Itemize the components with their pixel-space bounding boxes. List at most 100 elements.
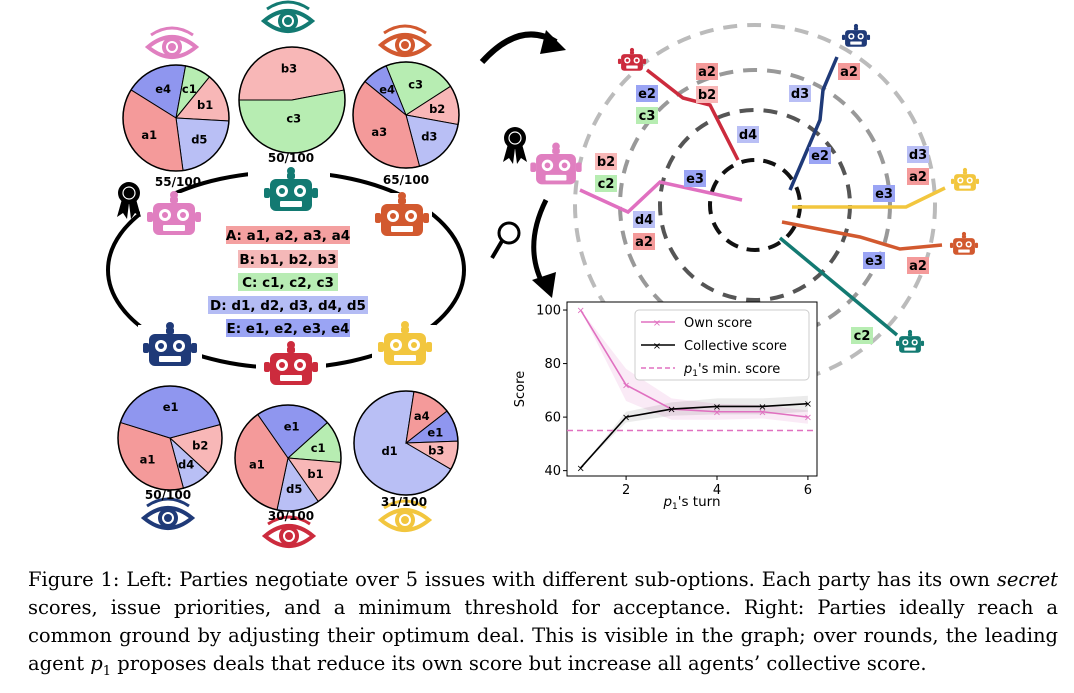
pie-slice-label: b1 xyxy=(307,467,323,481)
deal-label: e2 xyxy=(638,87,656,102)
robot-icon xyxy=(950,167,980,191)
trajectory-line xyxy=(778,236,899,337)
pie-slice-label: d5 xyxy=(191,133,207,147)
medal-icon xyxy=(116,181,142,220)
pie-slice-label: c1 xyxy=(311,441,326,455)
y-axis-label: Score xyxy=(513,371,528,407)
trajectory-line xyxy=(788,56,839,191)
data-point: × xyxy=(758,407,766,418)
deal-label: c2 xyxy=(598,177,615,192)
robot-icon xyxy=(841,23,871,47)
legend-marker: × xyxy=(653,318,661,329)
data-point: × xyxy=(576,463,584,474)
right-panel: a2 b2 e2 c3 d4 b2 c2 e3 d4 a2 a2 d3 e2 d… xyxy=(490,23,980,512)
caption-emphasis: secret xyxy=(996,568,1058,591)
eye-icon xyxy=(379,24,431,57)
legend-collective-score: Collective score xyxy=(684,339,787,354)
deal-label: a2 xyxy=(698,65,716,80)
data-point: × xyxy=(713,407,721,418)
pie-slice-label: a4 xyxy=(414,409,430,423)
x-tick-label: 4 xyxy=(713,483,721,498)
pie-outline xyxy=(122,64,230,172)
min-score-label: 30/100 xyxy=(268,509,314,523)
pie-outline xyxy=(117,385,223,491)
pie-slice-label: b1 xyxy=(197,98,213,112)
x-axis-label: p1's turn xyxy=(662,494,720,512)
pie-slice-label: d1 xyxy=(381,444,397,458)
deal-label: b2 xyxy=(597,155,615,170)
deal-label: e3 xyxy=(686,172,704,187)
deal-label: d4 xyxy=(739,128,757,143)
caption-math: p xyxy=(90,652,103,675)
pie-slice-label: a1 xyxy=(141,128,157,142)
deal-label: d3 xyxy=(909,148,927,163)
robot-icon xyxy=(949,231,979,255)
deal-label: b2 xyxy=(698,88,716,103)
option-e: E: e1, e2, e3, e4 xyxy=(226,321,349,337)
pie-slice-label: e1 xyxy=(284,419,300,433)
caption-text: proposes deals that reduce its own score… xyxy=(117,652,927,675)
deal-label: a2 xyxy=(840,65,858,80)
pie-slice-label: a1 xyxy=(249,457,265,471)
caption-label: Figure 1: xyxy=(28,568,120,591)
curved-arrow-icon xyxy=(479,30,566,65)
data-point: × xyxy=(667,405,675,416)
trajectory-line xyxy=(792,186,946,209)
data-point: × xyxy=(622,380,630,391)
eye-icon xyxy=(262,0,314,33)
y-tick-label: 60 xyxy=(544,411,561,426)
caption-math-sub: 1 xyxy=(102,663,112,679)
pie-outline xyxy=(238,46,346,154)
pie-slice-label: d5 xyxy=(286,482,302,496)
data-point: × xyxy=(804,413,812,424)
deal-label: e3 xyxy=(875,187,893,202)
data-point: × xyxy=(622,413,630,424)
legend-min-score: p1's min. score xyxy=(683,362,780,379)
magnifier-icon xyxy=(490,221,521,260)
pie-slice-label: c3 xyxy=(286,111,301,125)
pie-slice-label: c3 xyxy=(408,78,423,92)
deal-label: a2 xyxy=(909,259,927,274)
deal-label: c3 xyxy=(639,109,656,124)
robot-icon xyxy=(530,142,582,185)
data-point: × xyxy=(758,402,766,413)
pie-slice-label: b3 xyxy=(428,444,444,458)
min-score-label: 50/100 xyxy=(268,151,314,165)
min-score-label: 50/100 xyxy=(145,488,191,502)
collective-score-confidence-band xyxy=(580,395,808,468)
x-tick-label: 2 xyxy=(622,483,630,498)
series-line xyxy=(580,402,808,469)
pie-outline xyxy=(352,61,460,169)
pie-slice-label: e4 xyxy=(379,82,395,96)
deal-label: d4 xyxy=(635,213,653,228)
caption-text: scores, issue priorities, and a minimum … xyxy=(28,596,1058,675)
figure-caption: Figure 1: Left: Parties negotiate over 5… xyxy=(28,566,1058,686)
pie-slice-label: c1 xyxy=(182,82,197,96)
pie-slice-label: a3 xyxy=(371,125,387,139)
curved-arrow-icon xyxy=(531,198,556,298)
trajectory-line xyxy=(579,180,743,215)
pie-slice-label: d4 xyxy=(178,458,194,472)
pie-outline xyxy=(234,404,342,512)
pie-slice-label: e1 xyxy=(427,425,443,439)
robot-icon xyxy=(895,329,925,353)
pie-slice-label: b3 xyxy=(281,61,297,75)
trajectory-line xyxy=(781,220,943,251)
deal-label: e2 xyxy=(811,149,829,164)
min-score-label: 31/100 xyxy=(381,495,427,509)
chart-legend: × Own score × Collective score p1's min.… xyxy=(634,309,810,381)
y-tick-label: 100 xyxy=(536,304,561,319)
robot-icon xyxy=(617,47,647,71)
legend-own-score: Own score xyxy=(684,316,752,331)
pie-slice-label: a1 xyxy=(140,453,156,467)
deal-label: a2 xyxy=(635,235,653,250)
option-b: B: b1, b2, b3 xyxy=(239,252,336,268)
data-point: × xyxy=(667,405,675,416)
pie-slice-label: e4 xyxy=(155,82,171,96)
pie-outline xyxy=(353,390,459,496)
eye-icon xyxy=(146,26,198,59)
deal-label: e3 xyxy=(865,254,883,269)
